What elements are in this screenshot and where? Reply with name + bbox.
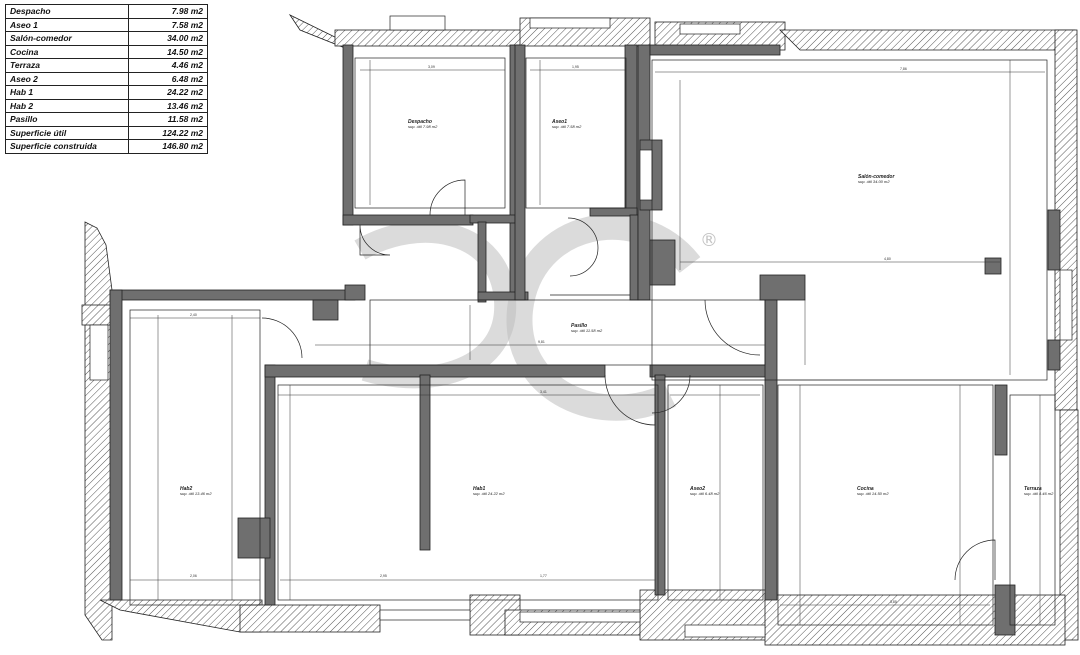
svg-text:2,95: 2,95 [380, 574, 387, 578]
room-label-hab1: Hab1 [473, 486, 485, 492]
room-area-cocina: sup. útil 14.50 m2 [857, 491, 889, 496]
room-label-despacho: Despacho [408, 119, 432, 125]
doors [261, 179, 996, 581]
room-label-salon: Salón-comedor [858, 174, 895, 180]
svg-text:3,85: 3,85 [890, 600, 897, 604]
svg-text:3,09: 3,09 [428, 65, 435, 69]
svg-text:4,80: 4,80 [884, 257, 891, 261]
room-area-salon: sup. útil 34.00 m2 [858, 179, 890, 184]
area-room-value: 34.00 m2 [128, 31, 208, 46]
svg-text:2,06: 2,06 [190, 574, 197, 578]
svg-text:7,86: 7,86 [900, 67, 907, 71]
interior-walls [109, 44, 1061, 636]
room-area-despacho: sup. útil 7.98 m2 [408, 124, 438, 129]
svg-text:9,81: 9,81 [538, 340, 545, 344]
room-label-cocina: Cocina [857, 486, 874, 492]
svg-text:3,41: 3,41 [540, 390, 547, 394]
dimension-labels: 3,09 1,95 7,86 4,80 2,40 9,81 3,41 2,95 … [190, 65, 907, 604]
room-area-terraza: sup. útil 4.46 m2 [1024, 491, 1054, 496]
registered-mark: ® [700, 230, 718, 251]
room-area-hab2: sup. útil 13.46 m2 [180, 491, 212, 496]
room-label-pasillo: Pasillo [571, 323, 587, 329]
room-labels: Despacho sup. útil 7.98 m2 Aseo1 sup. út… [180, 119, 1054, 496]
dimension-lines [130, 60, 1045, 625]
svg-text:1,77: 1,77 [540, 574, 547, 578]
room-label-hab2: Hab2 [180, 486, 192, 492]
room-area-pasillo: sup. útil 11.58 m2 [571, 328, 603, 333]
room-area-aseo1: sup. útil 7.58 m2 [552, 124, 582, 129]
room-area-aseo2: sup. útil 6.48 m2 [690, 491, 720, 496]
svg-text:1,95: 1,95 [572, 65, 579, 69]
area-room-value: 14.50 m2 [128, 44, 208, 59]
area-room-value: 146.80 m2 [128, 139, 208, 154]
windows [89, 15, 1073, 638]
svg-text:2,40: 2,40 [190, 313, 197, 317]
room-label-aseo2: Aseo2 [689, 486, 705, 492]
room-area-hab1: sup. útil 24.22 m2 [473, 491, 505, 496]
room-label-aseo1: Aseo1 [551, 119, 567, 125]
area-room-name: Cocina [5, 44, 129, 59]
room-label-terraza: Terraza [1024, 486, 1042, 492]
